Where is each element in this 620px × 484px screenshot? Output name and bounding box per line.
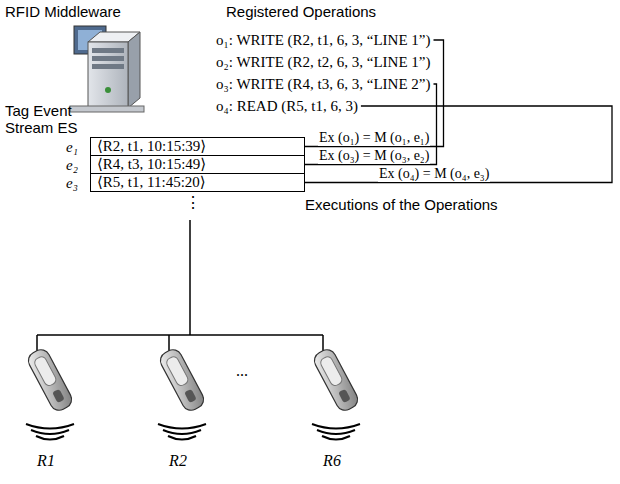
- reader-name: R6: [323, 452, 341, 470]
- rfid-reader: [311, 347, 360, 440]
- operation-text: o₄: READ (R5, t1, 6, 3): [215, 97, 359, 115]
- operation-entry: o₁: WRITE (R2, t1, 6, 3, “LINE 1”): [215, 31, 432, 49]
- event-tuple: ⟨R5, t1, 11:45:20⟩: [91, 174, 304, 191]
- execution-label: Ex (o₁) = M (o₁, e₁): [318, 130, 430, 146]
- section-title: Registered Operations: [226, 3, 376, 20]
- execution-label: Ex (o₄) = M (o₄, e₃): [378, 166, 490, 182]
- event-name: e₂: [66, 156, 78, 174]
- execution-link: [305, 84, 437, 165]
- component-title: RFID Middleware: [5, 3, 121, 20]
- stream-title: Tag Event Stream ES: [5, 102, 85, 136]
- operation-entry: o₃: WRITE (R4, t3, 6, 3, “LINE 2”): [215, 75, 432, 93]
- continuation-dots: ⋮: [185, 194, 201, 212]
- reader-name: R1: [37, 452, 55, 470]
- ellipsis: ...: [236, 362, 248, 380]
- event-name: e₁: [66, 138, 78, 156]
- rfid-reader: [157, 347, 206, 440]
- event-row: e₁⟨R2, t1, 10:15:39⟩: [90, 137, 305, 156]
- execution-label: Ex (o₃) = M (o₃, e₂): [318, 148, 430, 164]
- execution-link: [305, 106, 612, 183]
- operation-text: o₂: WRITE (R2, t2, 6, 3, “LINE 1”): [215, 53, 432, 71]
- reader-bus: [37, 220, 323, 352]
- caption-note: Executions of the Operations: [305, 196, 498, 213]
- operation-text: o₁: WRITE (R2, t1, 6, 3, “LINE 1”): [215, 31, 432, 49]
- event-row: e₂⟨R4, t3, 10:15:49⟩: [90, 155, 305, 174]
- server-icon: [70, 26, 144, 112]
- rfid-reader: [25, 347, 74, 440]
- reader-name: R2: [169, 452, 187, 470]
- event-tuple: ⟨R2, t1, 10:15:39⟩: [91, 138, 304, 155]
- event-tuple: ⟨R4, t3, 10:15:49⟩: [91, 156, 304, 173]
- event-name: e₃: [66, 174, 78, 192]
- event-row: e₃⟨R5, t1, 11:45:20⟩: [90, 173, 305, 192]
- operation-text: o₃: WRITE (R4, t3, 6, 3, “LINE 2”): [215, 75, 432, 93]
- operation-entry: o₄: READ (R5, t1, 6, 3): [215, 97, 359, 115]
- operation-entry: o₂: WRITE (R2, t2, 6, 3, “LINE 1”): [215, 53, 432, 71]
